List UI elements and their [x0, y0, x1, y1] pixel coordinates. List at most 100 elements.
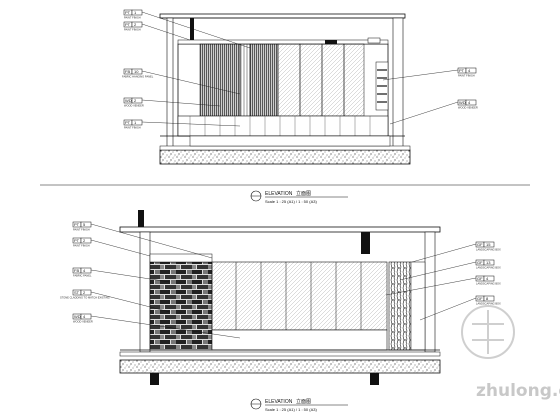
right-material-tags-2: GF 15 LANDSCAPING BOX GF 13 LANDSCAPING …: [385, 241, 501, 321]
wood-panel-a: [277, 43, 301, 117]
svg-text:LANDSCAPING BOX: LANDSCAPING BOX: [476, 248, 501, 252]
svg-text:PAINT FINISH: PAINT FINISH: [73, 228, 90, 232]
svg-text:Scale 1 : 25 (A1) / 1 : 50 (A3: Scale 1 : 25 (A1) / 1 : 50 (A3): [265, 407, 317, 412]
material-tag: PT 1 PAINT FINISH: [123, 9, 251, 49]
svg-text:WOOD VENEER: WOOD VENEER: [458, 106, 478, 110]
svg-text:PAINT FINISH: PAINT FINISH: [73, 244, 90, 248]
elevation-1-title-block: ELEVATION 立面图 Scale 1 : 25 (A1) / 1 : 50…: [250, 190, 348, 204]
skirting-band: [177, 115, 389, 137]
material-tag: WD 2 WOOD VENEER: [123, 97, 221, 108]
svg-text:LANDSCAPING BOX: LANDSCAPING BOX: [476, 302, 501, 306]
landscaping-box: [388, 261, 412, 351]
svg-text:PAINT FINISH: PAINT FINISH: [124, 16, 141, 20]
svg-text:ELEVATION: ELEVATION: [265, 191, 293, 197]
material-tag: PT 2 PAINT FINISH: [72, 237, 151, 257]
svg-text:WD: WD: [74, 314, 81, 319]
watermark: zhulong.com: [461, 305, 560, 401]
svg-text:GF: GF: [477, 296, 483, 301]
svg-text:15: 15: [486, 242, 491, 247]
wood-panel-d: [343, 43, 365, 117]
svg-text:PT: PT: [125, 120, 131, 125]
material-tag: PT 4 PAINT FINISH: [382, 67, 477, 81]
elevation-1: PT 1 PAINT FINISH PT 2 PAINT FINISH FB 1…: [40, 9, 530, 204]
svg-text:FB: FB: [74, 268, 79, 273]
watermark-logo-icon: [461, 305, 515, 359]
material-tag: FB 10 FABRIC HANGING PANEL: [122, 68, 241, 95]
svg-text:PT: PT: [459, 68, 465, 73]
ceiling-slab-bottom: [119, 226, 441, 233]
fabric-panel-wall: [211, 261, 388, 331]
svg-text:PT: PT: [125, 22, 131, 27]
floor-slab-gravel: [159, 149, 411, 165]
svg-text:5: 5: [83, 222, 86, 227]
column-left-2: [139, 231, 151, 353]
svg-text:2: 2: [83, 238, 86, 243]
material-tag: FB 4 FABRIC PANEL: [72, 267, 171, 283]
left-material-tags-2: PT 5 PAINT FINISH PT 2 PAINT FINISH FB 4…: [60, 221, 241, 339]
svg-text:ELEVATION: ELEVATION: [265, 399, 293, 405]
stone-cladding-wall: [149, 261, 213, 351]
svg-text:WD: WD: [125, 98, 132, 103]
svg-text:FB: FB: [125, 69, 130, 74]
svg-text:4: 4: [468, 68, 471, 73]
svg-text:WOOD VENEER: WOOD VENEER: [124, 104, 144, 108]
wood-panel-c: [321, 43, 345, 117]
svg-text:FABRIC PANEL: FABRIC PANEL: [73, 274, 92, 278]
svg-text:1: 1: [134, 120, 137, 125]
svg-text:PAINT FINISH: PAINT FINISH: [124, 126, 141, 130]
ceiling-slab-top: [159, 13, 406, 19]
floor-slab-gravel-2: [119, 359, 441, 374]
material-tag: GF 15 LANDSCAPING BOX: [411, 241, 501, 263]
material-tag: WD 4 WOOD VENEER: [72, 313, 241, 339]
wood-panel-b: [299, 43, 323, 117]
fabric-panel-dense-left: [199, 43, 241, 117]
svg-text:10: 10: [134, 69, 139, 74]
svg-text:13: 13: [486, 260, 491, 265]
svg-text:LANDSCAPING BOX: LANDSCAPING BOX: [476, 266, 501, 270]
svg-text:立面图: 立面图: [296, 398, 311, 405]
material-tag: GF 13 LANDSCAPING BOX: [399, 259, 501, 281]
svg-text:WOOD VENEER: WOOD VENEER: [73, 320, 93, 324]
column-left: [166, 17, 174, 149]
svg-text:GF: GF: [477, 242, 483, 247]
column-right: [392, 17, 404, 149]
svg-text:LANDSCAPING BOX: LANDSCAPING BOX: [476, 282, 501, 286]
right-material-tags-1: PT 4 PAINT FINISH WD 4 WOOD VENEER: [382, 67, 478, 125]
column-right-2: [424, 231, 436, 353]
svg-text:4: 4: [486, 276, 489, 281]
svg-text:8: 8: [486, 296, 489, 301]
material-tag: WD 4 WOOD VENEER: [389, 99, 478, 125]
material-tag: PT 1 PAINT FINISH: [123, 119, 241, 130]
material-tag: GF 4 LANDSCAPING BOX: [385, 275, 501, 296]
svg-text:4: 4: [83, 314, 86, 319]
svg-text:STONE CLADDING TO MATCH EXISTI: STONE CLADDING TO MATCH EXISTING: [60, 296, 110, 300]
svg-text:PT: PT: [125, 10, 131, 15]
material-tag: GF 8 LANDSCAPING BOX: [419, 295, 501, 321]
svg-text:ST: ST: [74, 290, 80, 295]
svg-text:立面图: 立面图: [296, 190, 311, 197]
material-tag: PT 5 PAINT FINISH: [72, 221, 213, 259]
material-tag: ST 2 STONE CLADDING TO MATCH EXISTING: [60, 289, 171, 313]
material-tag: PT 2 PAINT FINISH: [123, 21, 191, 41]
svg-text:PT: PT: [74, 222, 80, 227]
watermark-text: zhulong.com: [476, 381, 560, 401]
svg-text:GF: GF: [477, 260, 483, 265]
svg-text:1: 1: [134, 10, 137, 15]
svg-text:WD: WD: [459, 100, 466, 105]
fabric-panel-dense-mid: [249, 43, 279, 117]
svg-text:Scale 1 : 25 (A1) / 1 : 50 (A3: Scale 1 : 25 (A1) / 1 : 50 (A3): [265, 199, 317, 204]
elevation-2-title-block: ELEVATION 立面图 Scale 1 : 25 (A1) / 1 : 50…: [250, 398, 348, 412]
svg-text:4: 4: [468, 100, 471, 105]
svg-text:4: 4: [83, 268, 86, 273]
svg-text:GF: GF: [477, 276, 483, 281]
svg-text:2: 2: [83, 290, 86, 295]
svg-text:2: 2: [134, 22, 137, 27]
svg-text:PAINT FINISH: PAINT FINISH: [124, 28, 141, 32]
svg-text:PAINT FINISH: PAINT FINISH: [458, 74, 475, 78]
svg-text:FABRIC HANGING PANEL: FABRIC HANGING PANEL: [122, 75, 154, 79]
skirting-band-2: [211, 329, 388, 351]
svg-text:PT: PT: [74, 238, 80, 243]
elevation-2: PT 5 PAINT FINISH PT 2 PAINT FINISH FB 4…: [60, 210, 501, 412]
left-material-tags-1: PT 1 PAINT FINISH PT 2 PAINT FINISH FB 1…: [122, 9, 251, 130]
